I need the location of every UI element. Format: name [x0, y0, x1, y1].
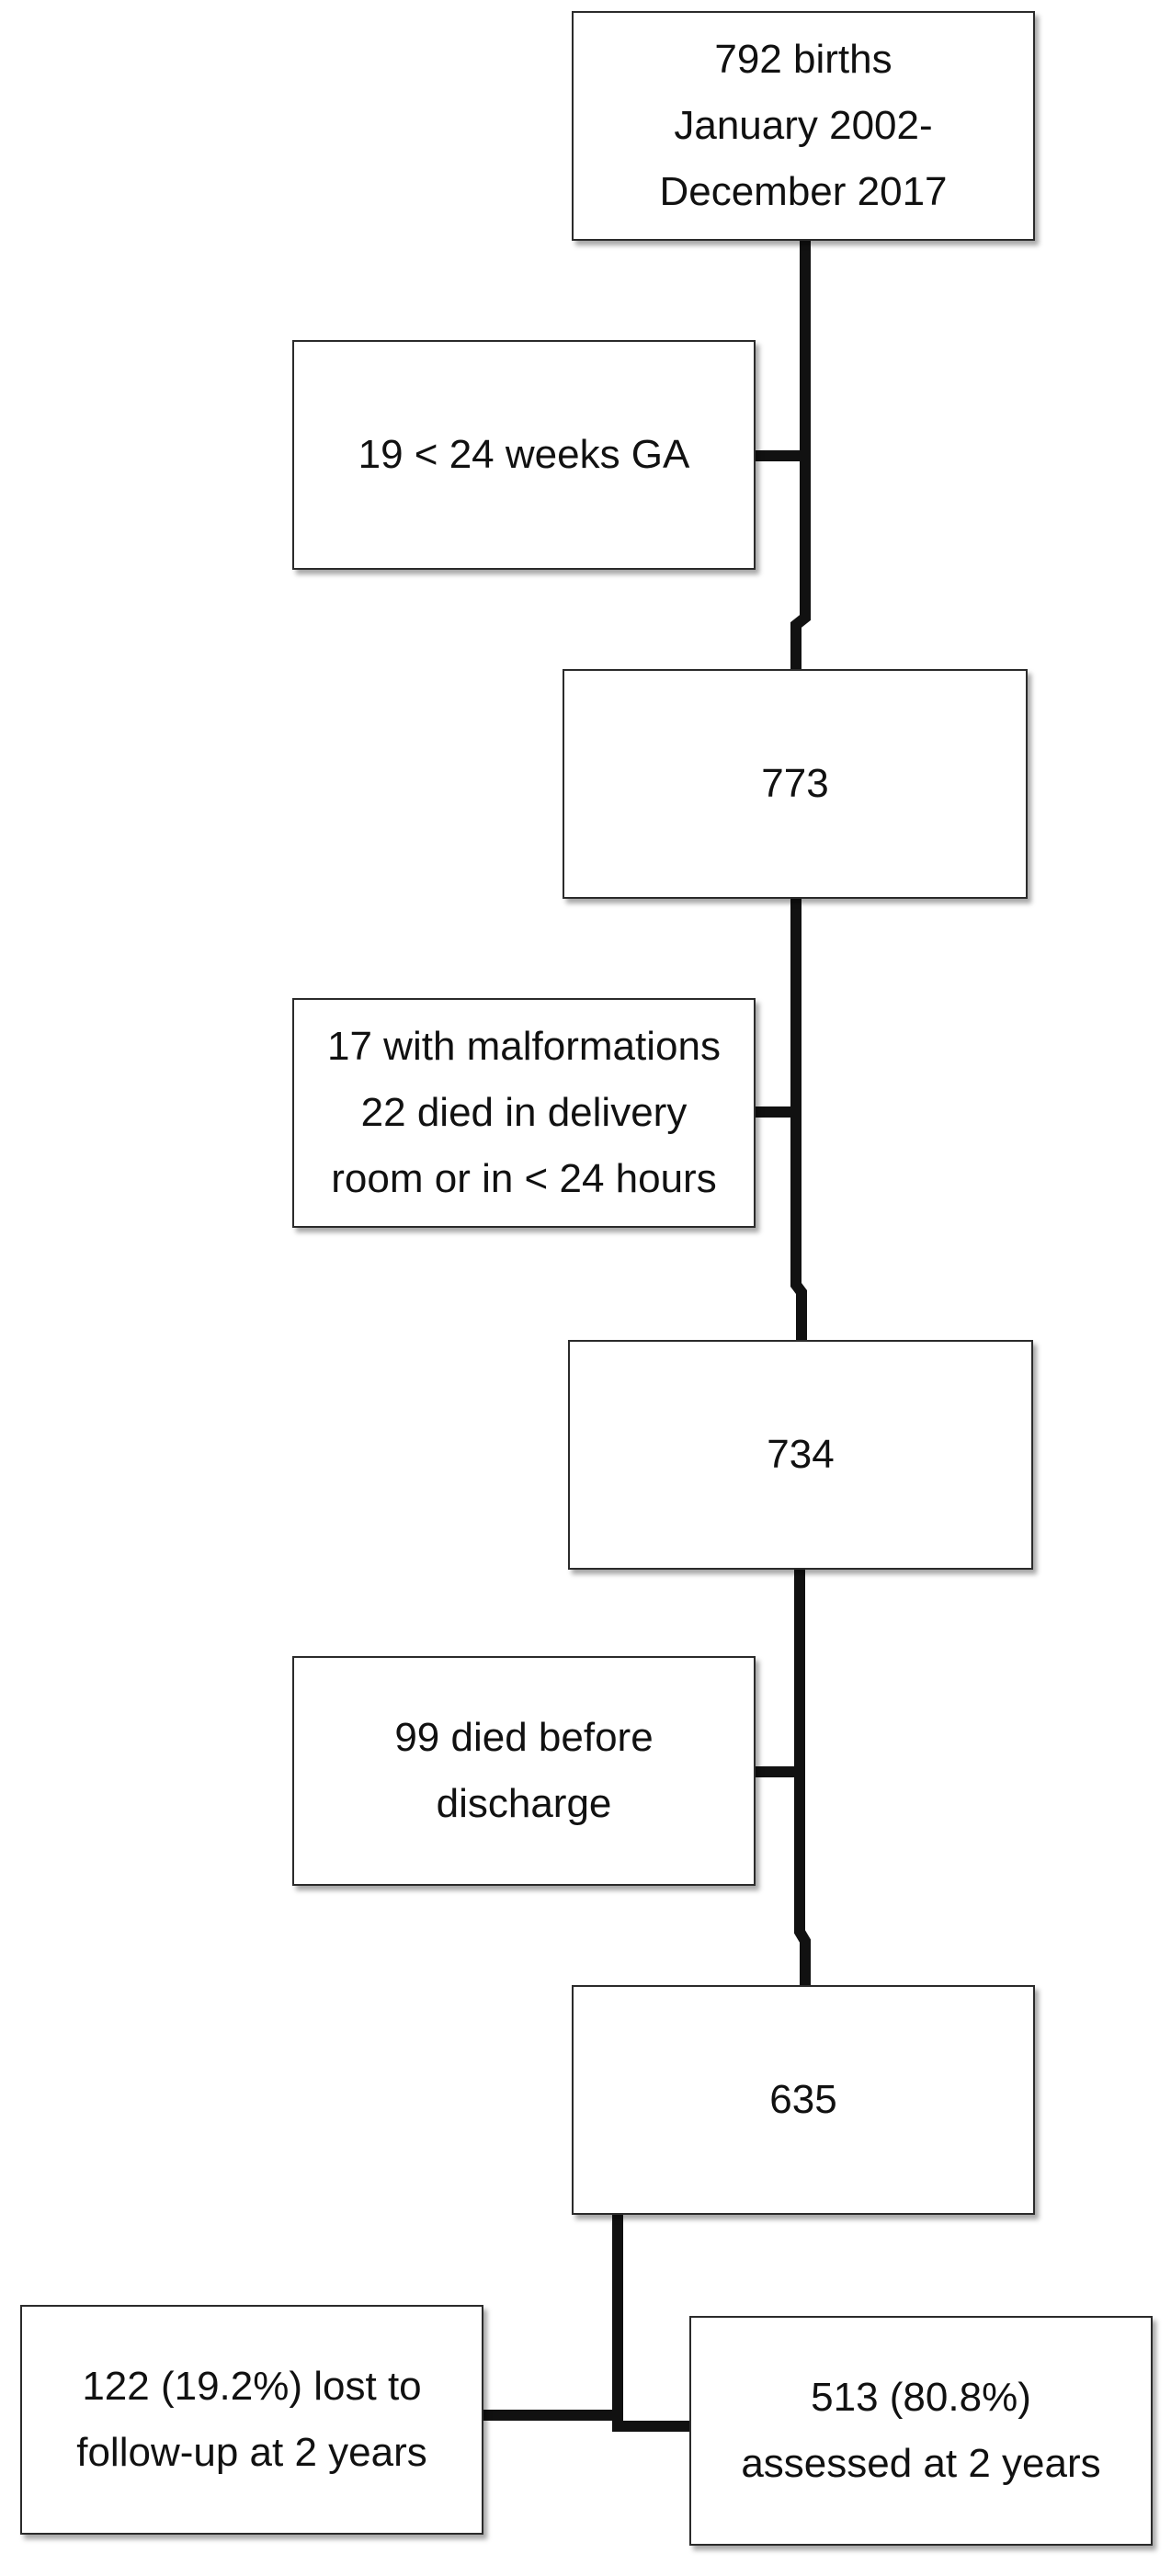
exclusion-died-text: 99 died before — [394, 1715, 654, 1760]
start-period-end-text: December 2017 — [659, 169, 948, 214]
stage-635-count: 635 — [769, 2077, 837, 2122]
start-period-text: January 2002- — [674, 103, 933, 148]
exclusion-malformations-text: 17 with malformations — [327, 1024, 721, 1069]
stage-773-count: 773 — [761, 761, 829, 806]
main-line-segment-2 — [790, 893, 807, 1345]
exclusion-discharge-text: discharge — [436, 1781, 612, 1826]
main-line-segment-3 — [794, 1564, 811, 1991]
lost-description-text: follow-up at 2 years — [76, 2430, 427, 2475]
start-count-text: 792 births — [714, 37, 892, 82]
lost-count-text: 122 (19.2%) lost to — [82, 2364, 422, 2409]
assessed-description-text: assessed at 2 years — [741, 2441, 1101, 2486]
exclusion-early-death-text-2: room or in < 24 hours — [331, 1156, 717, 1201]
lost-to-follow-up-box: 122 (19.2%) lost to follow-up at 2 years — [20, 2305, 483, 2535]
stage-773-box: 773 — [563, 669, 1028, 899]
exclusion-died-before-discharge-box: 99 died before discharge — [292, 1656, 756, 1886]
assessed-count-text: 513 (80.8%) — [811, 2375, 1031, 2420]
exclusion-gestational-age-text: 19 < 24 weeks GA — [358, 432, 690, 477]
start-population-box: 792 births January 2002- December 2017 — [572, 11, 1035, 241]
stage-734-box: 734 — [568, 1340, 1033, 1570]
exclusion-malformations-box: 17 with malformations 22 died in deliver… — [292, 998, 756, 1228]
stage-734-count: 734 — [767, 1432, 835, 1477]
exclusion-gestational-age-box: 19 < 24 weeks GA — [292, 340, 756, 570]
exclusion-early-death-text: 22 died in delivery — [360, 1090, 688, 1135]
assessed-at-2-years-box: 513 (80.8%) assessed at 2 years — [689, 2316, 1153, 2546]
main-line-segment-1 — [790, 235, 811, 675]
stage-635-box: 635 — [572, 1985, 1035, 2215]
